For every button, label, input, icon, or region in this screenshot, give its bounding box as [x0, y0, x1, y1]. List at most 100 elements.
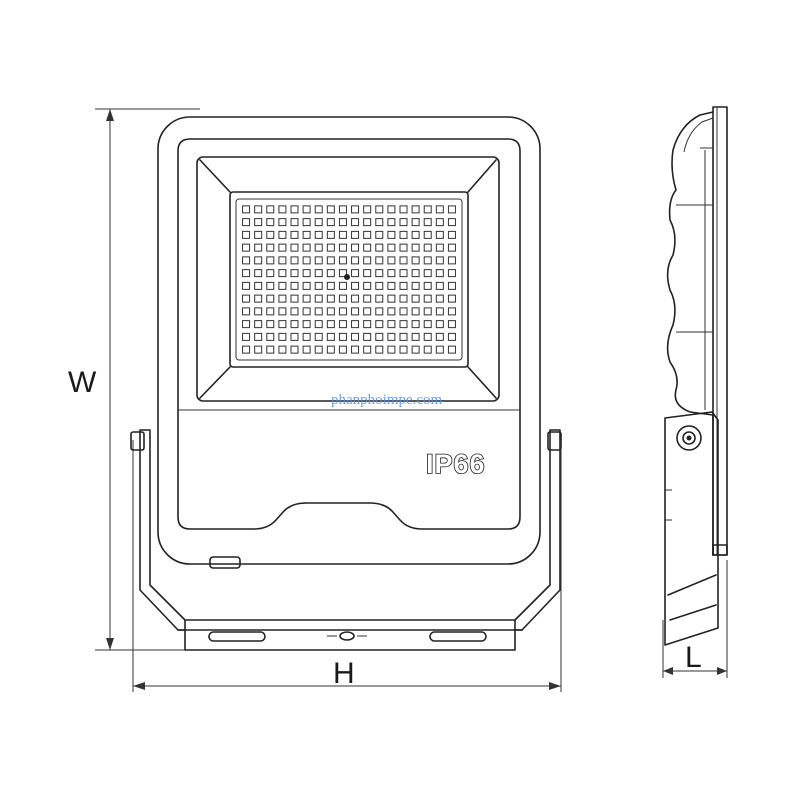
led-chip	[326, 281, 335, 290]
led-chip	[338, 332, 347, 341]
housing-inner-frame	[177, 138, 521, 530]
led-chip	[254, 345, 263, 354]
led-chip	[351, 281, 360, 290]
led-chip	[423, 320, 432, 329]
led-chip	[387, 218, 396, 227]
led-chip	[435, 307, 444, 316]
led-chip	[290, 281, 299, 290]
dimension-h: H	[132, 440, 562, 692]
led-chip	[242, 230, 251, 239]
led-chip	[326, 332, 335, 341]
led-chip	[266, 294, 275, 303]
led-chip	[242, 294, 251, 303]
led-chip	[302, 345, 311, 354]
led-chip	[266, 320, 275, 329]
cable-gland	[209, 556, 241, 569]
led-chip	[411, 307, 420, 316]
led-chip	[254, 256, 263, 265]
led-chip	[351, 243, 360, 252]
led-chip	[290, 320, 299, 329]
width-dimension-label: W	[68, 366, 97, 399]
led-chip	[314, 230, 323, 239]
led-chip	[351, 294, 360, 303]
led-chip	[314, 243, 323, 252]
led-chip	[302, 281, 311, 290]
led-chip	[387, 256, 396, 265]
led-chip	[447, 332, 456, 341]
led-chip	[290, 269, 299, 278]
led-chip	[302, 307, 311, 316]
led-chip	[435, 269, 444, 278]
led-chip	[351, 256, 360, 265]
led-chip	[351, 332, 360, 341]
mounting-bracket	[130, 429, 562, 651]
led-chip	[435, 281, 444, 290]
led-chip	[254, 243, 263, 252]
side-knob	[676, 425, 702, 451]
led-chip	[266, 332, 275, 341]
led-chip	[278, 345, 287, 354]
led-chip	[338, 269, 347, 278]
led-chip	[302, 218, 311, 227]
led-chip	[302, 230, 311, 239]
led-chip	[278, 307, 287, 316]
dimension-w: W	[68, 108, 200, 651]
led-chip	[447, 345, 456, 354]
led-chip	[254, 294, 263, 303]
center-sensor	[344, 274, 350, 280]
led-chip	[351, 307, 360, 316]
led-chip	[363, 230, 372, 239]
led-chip	[423, 345, 432, 354]
led-chip	[375, 320, 384, 329]
led-chip	[242, 281, 251, 290]
led-chip	[302, 269, 311, 278]
led-chip	[314, 294, 323, 303]
led-chip	[302, 294, 311, 303]
led-chip	[435, 256, 444, 265]
led-chip	[266, 256, 275, 265]
led-chip	[326, 294, 335, 303]
led-chip	[375, 243, 384, 252]
led-chip	[338, 294, 347, 303]
led-chip	[326, 320, 335, 329]
led-chip	[242, 256, 251, 265]
led-chip	[351, 345, 360, 354]
led-chip	[314, 256, 323, 265]
led-chip	[351, 320, 360, 329]
led-chip	[411, 345, 420, 354]
led-chip	[363, 256, 372, 265]
led-chip	[435, 294, 444, 303]
led-chip	[278, 269, 287, 278]
led-chip	[314, 281, 323, 290]
led-chip	[363, 243, 372, 252]
led-chip	[399, 332, 408, 341]
bracket-slot-right	[429, 631, 487, 642]
led-chip	[338, 205, 347, 214]
led-chip	[278, 332, 287, 341]
led-chip	[447, 243, 456, 252]
led-chip	[302, 332, 311, 341]
led-chip	[242, 307, 251, 316]
front-view: IP66 phanphoimpe.com	[130, 116, 562, 651]
led-chip	[399, 307, 408, 316]
led-chip	[278, 243, 287, 252]
led-chip	[423, 294, 432, 303]
led-array	[242, 205, 456, 354]
led-chip	[399, 218, 408, 227]
led-chip	[351, 230, 360, 239]
led-chip	[387, 320, 396, 329]
led-chip	[387, 230, 396, 239]
led-chip	[290, 205, 299, 214]
led-chip	[423, 269, 432, 278]
led-chip	[375, 281, 384, 290]
housing-outer	[157, 116, 541, 565]
led-chip	[302, 320, 311, 329]
led-chip	[314, 205, 323, 214]
led-chip	[266, 345, 275, 354]
led-chip	[242, 218, 251, 227]
led-chip	[435, 332, 444, 341]
led-chip	[290, 345, 299, 354]
side-bracket-arm	[664, 411, 719, 646]
led-chip	[242, 332, 251, 341]
led-chip	[290, 218, 299, 227]
